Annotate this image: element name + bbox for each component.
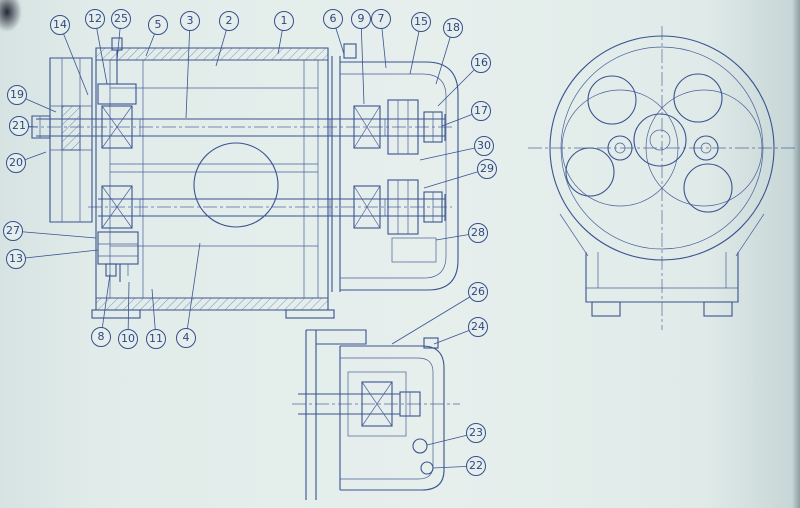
callout-19: 19 (7, 85, 27, 105)
callout-29: 29 (477, 159, 497, 179)
callout-4: 4 (176, 328, 196, 348)
callout-26: 26 (468, 282, 488, 302)
callout-7: 7 (371, 9, 391, 29)
callout-17: 17 (471, 101, 491, 121)
callout-30: 30 (474, 136, 494, 156)
callout-27: 27 (3, 221, 23, 241)
callout-3: 3 (180, 11, 200, 31)
callout-6: 6 (323, 9, 343, 29)
scan-artifact (0, 0, 22, 32)
callout-28: 28 (468, 223, 488, 243)
callout-23: 23 (466, 423, 486, 443)
callout-12: 12 (85, 9, 105, 29)
callout-9: 9 (351, 9, 371, 29)
callout-20: 20 (6, 153, 26, 173)
callout-15: 15 (411, 12, 431, 32)
callout-18: 18 (443, 18, 463, 38)
callout-25: 25 (111, 9, 131, 29)
callout-8: 8 (91, 327, 111, 347)
callout-13: 13 (6, 249, 26, 269)
end-view (528, 26, 795, 330)
callout-22: 22 (466, 456, 486, 476)
callout-10: 10 (118, 329, 138, 349)
callout-2: 2 (219, 11, 239, 31)
callout-1: 1 (274, 11, 294, 31)
callout-14: 14 (50, 15, 70, 35)
callout-21: 21 (9, 116, 29, 136)
detail-view (292, 329, 460, 500)
callout-16: 16 (471, 53, 491, 73)
scan-edge-shadow (792, 0, 800, 508)
callout-11: 11 (146, 329, 166, 349)
callout-5: 5 (148, 15, 168, 35)
callout-24: 24 (468, 317, 488, 337)
leader-lines (12, 18, 488, 469)
main-section-view (24, 37, 459, 319)
